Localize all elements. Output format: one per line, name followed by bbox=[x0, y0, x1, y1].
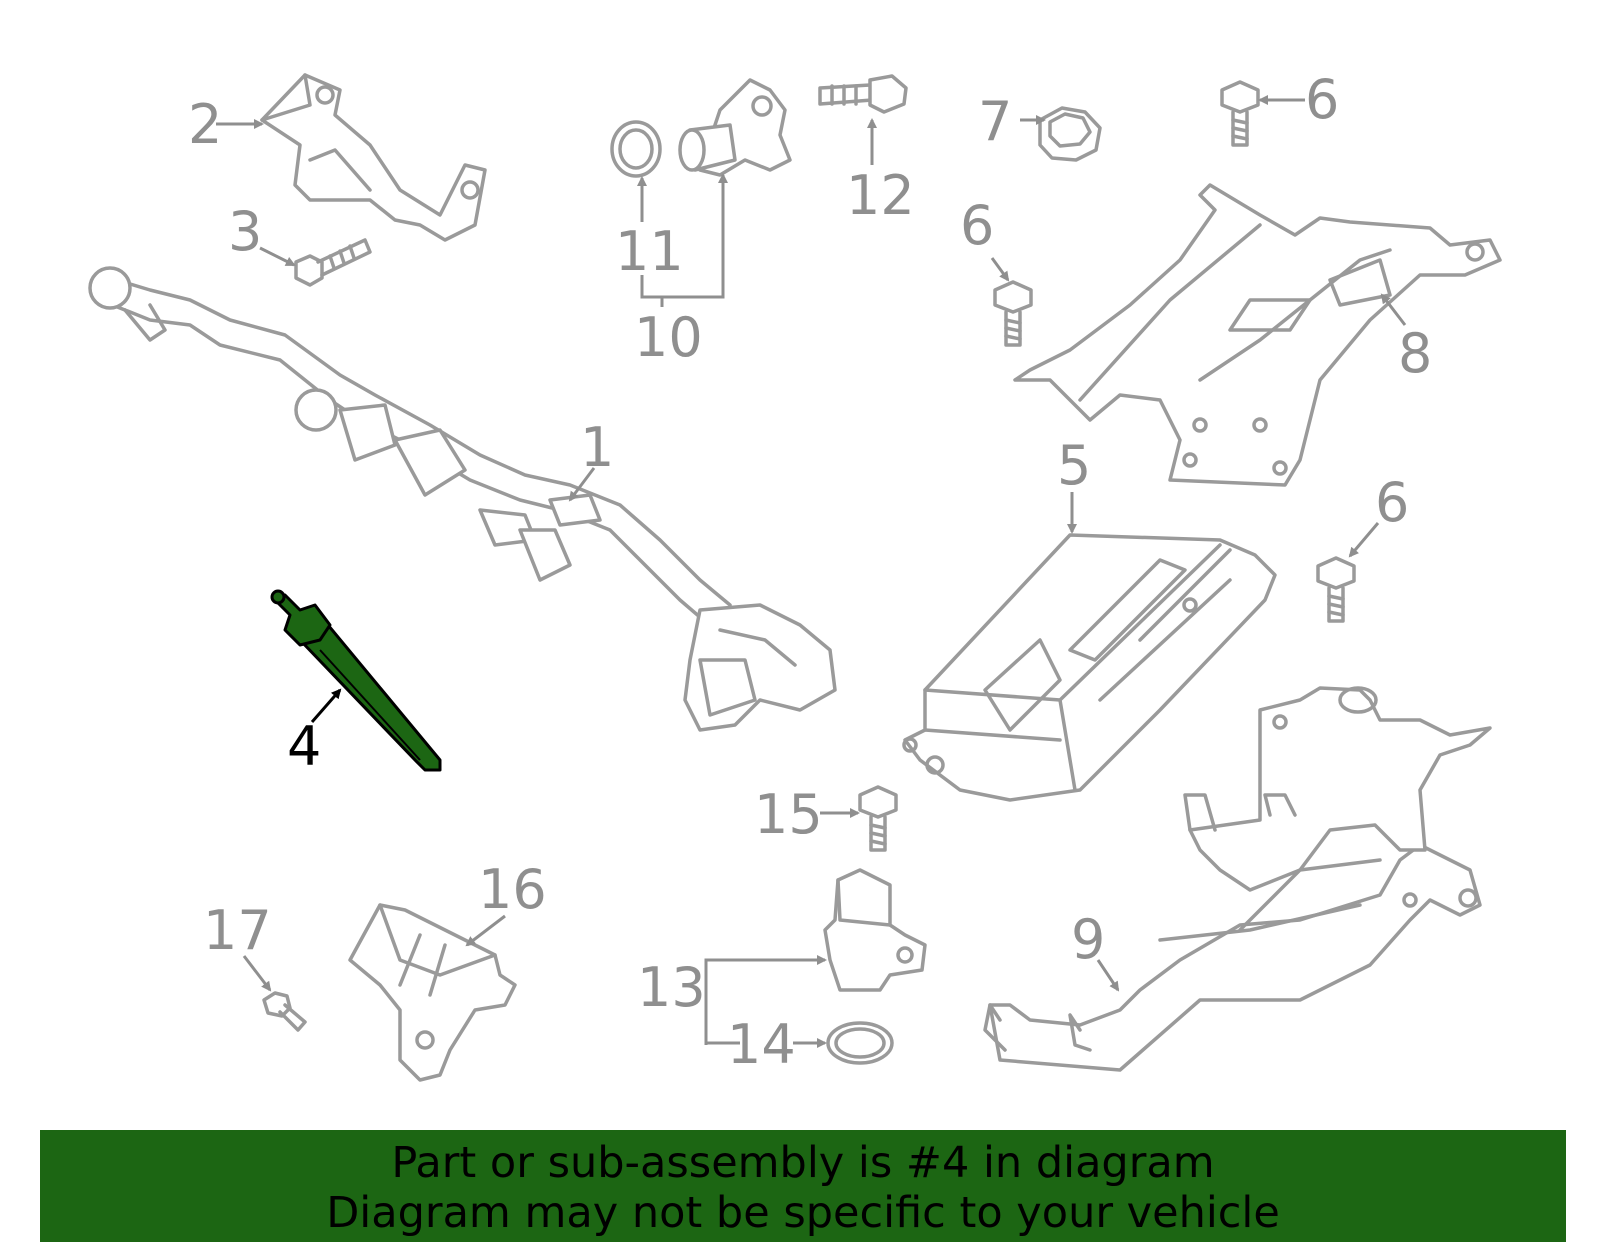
part-16-sensor[interactable] bbox=[348, 903, 517, 1082]
callout-6-right: 6 bbox=[1375, 471, 1409, 534]
callout-16: 16 bbox=[478, 858, 547, 921]
callout-15: 15 bbox=[754, 783, 823, 846]
callout-8: 8 bbox=[1398, 322, 1432, 385]
callout-9: 9 bbox=[1071, 908, 1105, 971]
callout-11: 11 bbox=[615, 220, 684, 283]
callout-6-top: 6 bbox=[1305, 68, 1339, 131]
callout-10: 10 bbox=[634, 306, 703, 369]
callout-6-mid: 6 bbox=[960, 194, 994, 257]
part-11-o-ring[interactable] bbox=[610, 120, 662, 178]
banner-line-part: Part or sub-assembly is #4 in diagram bbox=[391, 1138, 1215, 1188]
parts-diagram: 1 2 3 4 5 6 6 6 7 8 9 10 11 12 13 14 15 … bbox=[88, 68, 1502, 1082]
info-banner: Part or sub-assembly is #4 in diagram Di… bbox=[40, 1130, 1566, 1242]
part-17-bolt[interactable] bbox=[262, 991, 307, 1032]
callout-1: 1 bbox=[580, 416, 614, 479]
part-1-wiring-harness[interactable] bbox=[88, 266, 837, 732]
part-2-bracket[interactable] bbox=[260, 73, 487, 242]
part-6-bolt-top[interactable] bbox=[1220, 80, 1260, 147]
callout-7: 7 bbox=[978, 90, 1012, 153]
callout-17: 17 bbox=[203, 899, 272, 962]
callout-2: 2 bbox=[188, 93, 222, 156]
callout-12: 12 bbox=[846, 164, 915, 227]
part-9-bracket[interactable] bbox=[983, 686, 1492, 1072]
callout-labels: 1 2 3 4 5 6 6 6 7 8 9 10 11 12 13 14 15 … bbox=[188, 68, 1432, 1076]
callout-4: 4 bbox=[287, 715, 321, 778]
part-7-nut[interactable] bbox=[1038, 106, 1102, 162]
part-3-bolt[interactable] bbox=[294, 238, 372, 287]
part-10-sensor[interactable] bbox=[678, 78, 792, 177]
leader-lines bbox=[216, 95, 1407, 1048]
part-14-o-ring[interactable] bbox=[826, 1021, 894, 1065]
part-13-sensor[interactable] bbox=[823, 868, 927, 992]
banner-line-disclaimer: Diagram may not be specific to your vehi… bbox=[326, 1188, 1280, 1238]
part-4-sensor-highlighted[interactable] bbox=[270, 589, 442, 772]
callout-13: 13 bbox=[637, 956, 706, 1019]
part-6-bolt-right[interactable] bbox=[1316, 556, 1356, 623]
callout-3: 3 bbox=[228, 200, 262, 263]
part-15-bolt[interactable] bbox=[858, 785, 898, 852]
part-12-bolt[interactable] bbox=[818, 74, 908, 114]
part-8-bracket[interactable] bbox=[1013, 183, 1502, 487]
callout-5: 5 bbox=[1057, 434, 1091, 497]
part-6-bolt-mid[interactable] bbox=[993, 280, 1033, 347]
part-5-control-module[interactable] bbox=[902, 533, 1277, 802]
callout-14: 14 bbox=[727, 1013, 796, 1076]
